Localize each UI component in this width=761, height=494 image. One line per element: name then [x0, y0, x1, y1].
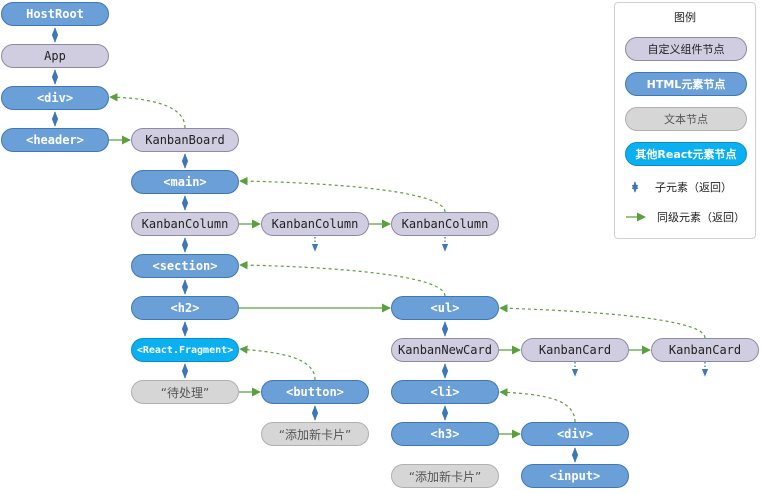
legend-text-node: 文本节点	[625, 107, 747, 131]
node-ul: <ul>	[391, 296, 499, 320]
return-edge-5	[499, 388, 576, 423]
legend-title: 图例	[674, 11, 696, 24]
node-react-fragment: <React.Fragment>	[131, 338, 239, 362]
return-edge-2	[239, 260, 446, 297]
node-kanban-column-3: KanbanColumn	[391, 212, 499, 236]
node-li: <li>	[391, 380, 499, 404]
node-button: <button>	[261, 380, 369, 404]
legend-html-element: HTML元素节点	[625, 72, 747, 96]
node-kanban-card-1: KanbanCard	[521, 338, 629, 362]
return-edge-3	[499, 304, 706, 339]
return-edge-1	[239, 176, 446, 213]
node-input: <input>	[521, 464, 629, 488]
legend-sibling-row: 同级元素（返回）	[625, 209, 745, 225]
node-hostroot: HostRoot	[1, 2, 109, 26]
legend-other-react: 其他React元素节点	[625, 142, 747, 166]
legend-custom-component: 自定义组件节点	[625, 37, 747, 61]
return-edge-0	[109, 93, 186, 129]
right-arrow-icon	[626, 212, 646, 222]
node-text-add-card-2: “添加新卡片”	[391, 464, 499, 488]
node-section: <section>	[131, 254, 239, 278]
legend: 图例 自定义组件节点 HTML元素节点 文本节点 其他React元素节点 子元素…	[614, 2, 756, 239]
double-arrow-icon	[631, 181, 639, 193]
node-kanban-column-2: KanbanColumn	[261, 212, 369, 236]
legend-sibling-label: 同级元素（返回）	[657, 211, 745, 224]
node-main: <main>	[131, 170, 239, 194]
node-kanban-column-1: KanbanColumn	[131, 212, 239, 236]
node-kanban-card-2: KanbanCard	[651, 338, 759, 362]
return-edge-4	[239, 345, 316, 381]
node-h2: <h2>	[131, 296, 239, 320]
node-kanban-board: KanbanBoard	[131, 128, 239, 152]
node-div-card: <div>	[521, 422, 629, 446]
node-h3: <h3>	[391, 422, 499, 446]
legend-child-label: 子元素（返回）	[655, 181, 732, 194]
node-text-add-card-1: “添加新卡片”	[261, 422, 369, 446]
legend-child-row: 子元素（返回）	[625, 179, 732, 195]
node-text-pending: “待处理”	[131, 380, 239, 404]
node-app: App	[1, 44, 109, 68]
node-div-root: <div>	[1, 86, 109, 110]
node-header: <header>	[1, 128, 109, 152]
node-kanban-new-card: KanbanNewCard	[391, 338, 499, 362]
